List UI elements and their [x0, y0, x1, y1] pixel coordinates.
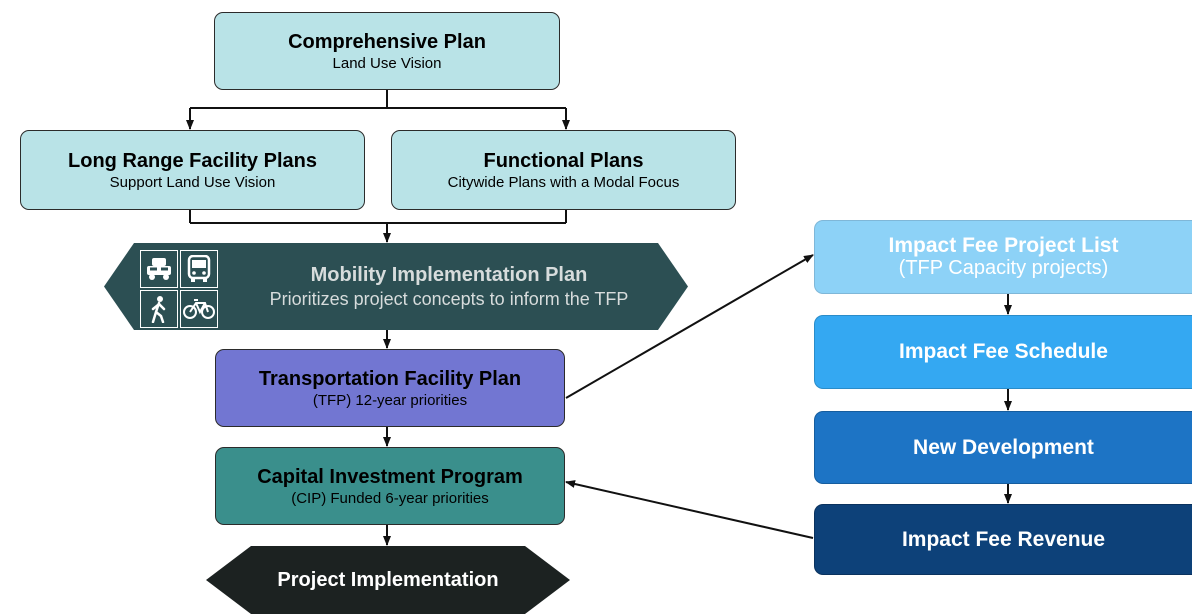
node-fee-revenue-title: Impact Fee Revenue — [901, 527, 1106, 551]
node-project-implementation-title: Project Implementation — [277, 569, 499, 591]
node-mobility-subtitle: Prioritizes project concepts to inform t… — [269, 288, 629, 309]
node-impact-fee-revenue: Impact Fee Revenue — [814, 504, 1192, 575]
node-new-development-title: New Development — [913, 435, 1094, 459]
node-comprehensive-plan: Comprehensive Plan Land Use Vision — [214, 12, 560, 90]
node-long-range-subtitle: Support Land Use Vision — [109, 173, 276, 191]
node-functional-plans-title: Functional Plans — [483, 149, 644, 172]
node-transportation-facility-plan: Transportation Facility Plan (TFP) 12-ye… — [215, 349, 565, 427]
edge-revenue-to-cip — [565, 480, 814, 539]
node-fee-schedule-title: Impact Fee Schedule — [899, 340, 1108, 363]
node-comprehensive-plan-subtitle: Land Use Vision — [332, 54, 442, 72]
node-fee-list-title: Impact Fee Project List — [888, 234, 1119, 257]
node-new-development: New Development — [814, 411, 1192, 484]
mode-icon-grid — [138, 248, 220, 330]
node-comprehensive-plan-title: Comprehensive Plan — [288, 30, 486, 53]
node-impact-fee-project-list: Impact Fee Project List (TFP Capacity pr… — [814, 220, 1192, 294]
node-tfp-title: Transportation Facility Plan — [258, 367, 522, 390]
implementation-hexagon-shape — [206, 546, 570, 614]
bus-icon — [180, 250, 218, 288]
bicycle-icon — [180, 290, 218, 328]
node-long-range-title: Long Range Facility Plans — [68, 149, 317, 172]
node-cip-subtitle: (CIP) Funded 6-year priorities — [291, 489, 489, 507]
node-project-implementation: Project Implementation — [206, 546, 570, 614]
node-mobility-implementation-plan: Mobility Implementation Plan Prioritizes… — [104, 243, 688, 330]
node-functional-plans-subtitle: Citywide Plans with a Modal Focus — [447, 173, 680, 191]
car-traffic-icon — [140, 250, 178, 288]
node-impact-fee-schedule: Impact Fee Schedule — [814, 315, 1192, 389]
pedestrian-icon — [140, 290, 178, 328]
mobility-hexagon-shape — [104, 243, 688, 330]
node-tfp-subtitle: (TFP) 12-year priorities — [312, 391, 468, 409]
mobility-text: Mobility Implementation Plan Prioritizes… — [224, 243, 674, 330]
node-long-range-facility-plans: Long Range Facility Plans Support Land U… — [20, 130, 365, 210]
node-fee-list-subtitle: (TFP Capacity projects) — [898, 257, 1109, 279]
node-capital-investment-program: Capital Investment Program (CIP) Funded … — [215, 447, 565, 525]
node-mobility-title: Mobility Implementation Plan — [310, 263, 588, 286]
node-functional-plans: Functional Plans Citywide Plans with a M… — [391, 130, 736, 210]
edge-tfp-to-fee-list — [565, 254, 814, 399]
node-cip-title: Capital Investment Program — [257, 465, 523, 488]
